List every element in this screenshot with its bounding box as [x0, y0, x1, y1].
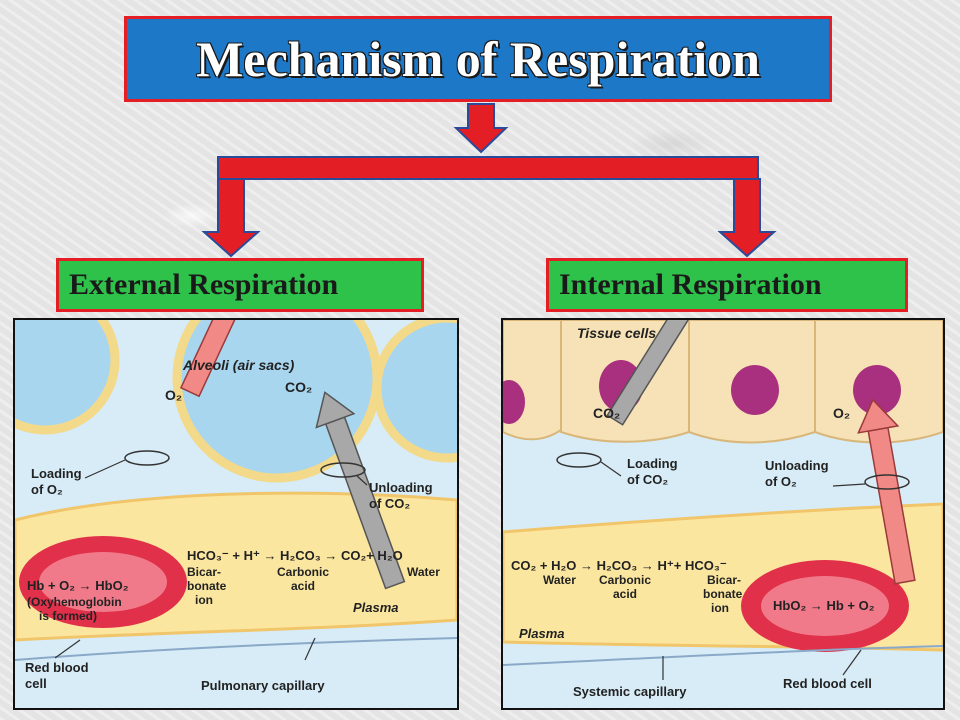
- alveoli-label: Alveoli (air sacs): [182, 357, 295, 373]
- oxyhemoglobin-label-2: is formed): [39, 609, 97, 623]
- down-arrow-left: [201, 178, 261, 258]
- pulmonary-capillary-label: Pulmonary capillary: [201, 678, 325, 693]
- bicarbonate-label-1: Bicar-: [707, 573, 741, 587]
- co2-label: CO₂: [593, 405, 620, 421]
- nucleus-1: [503, 380, 525, 424]
- bicarbonate-label-2: bonate: [187, 579, 227, 593]
- carbonic-acid-label-2: acid: [291, 579, 315, 593]
- external-respiration-text: External Respiration: [69, 268, 339, 301]
- horizontal-bar: [217, 156, 759, 180]
- internal-respiration-text: Internal Respiration: [559, 268, 822, 301]
- down-arrow-right: [717, 178, 777, 258]
- page-title: Mechanism of Respiration: [196, 31, 760, 87]
- red-blood-cell-label-2: cell: [25, 676, 47, 691]
- unloading-label: Unloading: [369, 480, 433, 495]
- carbonic-acid-label-1: Carbonic: [599, 573, 651, 587]
- loading-label-2: of CO₂: [627, 472, 668, 487]
- red-blood-cell-label-1: Red blood: [25, 660, 89, 675]
- bicarbonate-label-1: Bicar-: [187, 565, 221, 579]
- bicarbonate-label-2: bonate: [703, 587, 743, 601]
- hemoglobin-equation: HbO₂ → Hb + O₂: [773, 598, 875, 613]
- carbonic-acid-label-2: acid: [613, 587, 637, 601]
- o2-arrow: [857, 398, 916, 585]
- o2-label: O₂: [833, 405, 850, 421]
- bicarbonate-equation: HCO₃⁻ + H⁺ → H₂CO₃ → CO₂+ H₂O: [187, 548, 403, 563]
- o2-arrow: [179, 320, 275, 398]
- water-label: Water: [543, 573, 576, 587]
- loading-label-2: of O₂: [31, 482, 63, 497]
- o2-label: O₂: [165, 387, 182, 403]
- unloading-label-2: of O₂: [765, 474, 797, 489]
- plasma-label: Plasma: [519, 626, 565, 641]
- alveolus-left: [15, 320, 120, 435]
- carbonic-acid-label-1: Carbonic: [277, 565, 329, 579]
- down-arrow-center: [453, 103, 509, 154]
- bicarbonate-label-3: ion: [711, 601, 729, 615]
- bicarbonate-label-3: ion: [195, 593, 213, 607]
- external-respiration-label: External Respiration: [56, 258, 424, 312]
- hemoglobin-equation: Hb + O₂ → HbO₂: [27, 578, 129, 593]
- loading-label: Loading: [31, 466, 82, 481]
- title-box: Mechanism of Respiration: [124, 16, 832, 102]
- external-respiration-diagram: Alveoli (air sacs) O₂ CO₂ Loading of O₂ …: [13, 318, 459, 710]
- alveolus-right: [372, 320, 457, 463]
- tissue-cells-label: Tissue cells: [577, 325, 656, 341]
- internal-respiration-diagram: Tissue cells CO₂ O₂ Loading of CO₂ Unloa…: [501, 318, 945, 710]
- water-label: Water: [407, 565, 440, 579]
- internal-respiration-label: Internal Respiration: [546, 258, 908, 312]
- co2-arrow: [606, 320, 704, 426]
- co2-arrow: [315, 391, 406, 590]
- co2-label: CO₂: [285, 379, 312, 395]
- plasma-label: Plasma: [353, 600, 399, 615]
- oxyhemoglobin-label-1: (Oxyhemoglobin: [27, 595, 122, 609]
- unloading-label-2: of CO₂: [369, 496, 410, 511]
- unloading-label: Unloading: [765, 458, 829, 473]
- loading-label: Loading: [627, 456, 678, 471]
- red-blood-cell-label: Red blood cell: [783, 676, 872, 691]
- carbonic-equation: CO₂ + H₂O → H₂CO₃ → H⁺+ HCO₃⁻: [511, 558, 727, 573]
- systemic-capillary-label: Systemic capillary: [573, 684, 687, 699]
- nucleus-3: [731, 365, 779, 415]
- nucleus-4: [853, 365, 901, 415]
